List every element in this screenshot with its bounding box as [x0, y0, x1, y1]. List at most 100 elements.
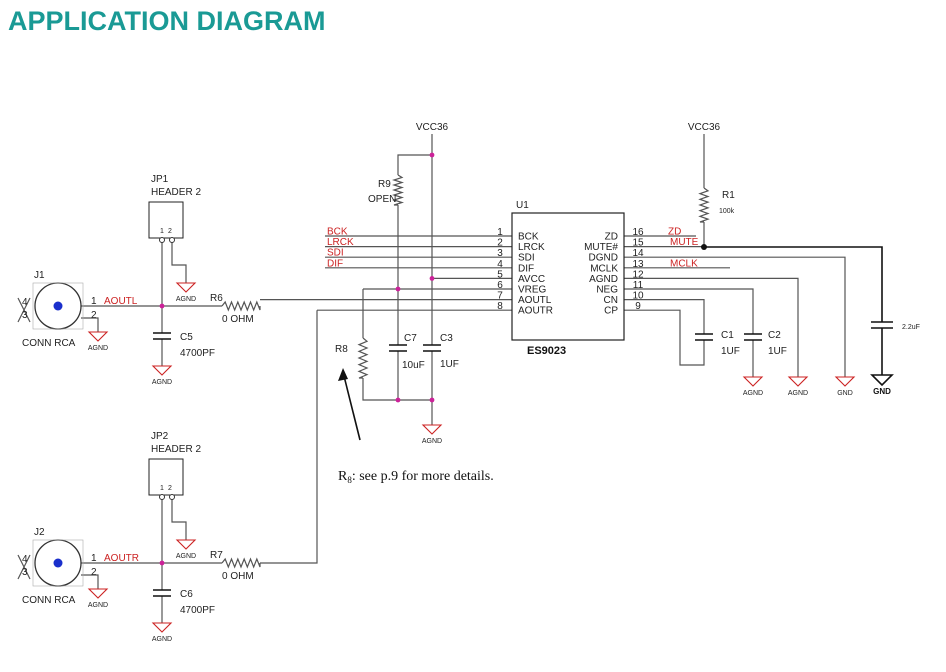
- ch-left-agnd-rca-label: AGND: [88, 345, 108, 352]
- ch-right-header-pin1-dot: [159, 494, 165, 500]
- chip-pin-num-3: 3: [497, 248, 503, 259]
- ch-left-agnd-c-symbol: [151, 365, 173, 376]
- ch-left-rca-pin4: 4: [22, 297, 28, 308]
- c3-capacitor: [423, 344, 441, 352]
- ch-left-agnd-rca: [87, 331, 109, 342]
- c1-capacitor: [695, 333, 713, 341]
- gnd-dgnd-label: GND: [837, 390, 853, 397]
- r9-resistor: [391, 174, 405, 206]
- net-label-bck: BCK: [327, 227, 348, 238]
- r1-ref: R1: [722, 190, 735, 201]
- agnd-pin12-symbol: [787, 376, 809, 387]
- cp-wire: [624, 309, 705, 366]
- ch-left-header-pin1: 1: [160, 228, 164, 235]
- chip-pin-aoutl: AOUTL: [518, 295, 552, 306]
- ch-left-header-box: [148, 201, 184, 239]
- c7-gnd-junction: [395, 397, 401, 403]
- net-label-zd: ZD: [668, 227, 681, 238]
- ch-right-agnd-header-label: AGND: [176, 553, 196, 560]
- ch-left-r-resistor: [221, 300, 261, 312]
- gnd-dgnd-symbol: [834, 376, 856, 387]
- ch-right-c-value: 4700PF: [180, 605, 215, 616]
- ch-left-agnd-header: [175, 282, 197, 293]
- ch-left-c-ref: C5: [180, 332, 193, 343]
- chip-pin-vreg: VREG: [518, 285, 547, 296]
- ch-left-rca-gnd-wire: [81, 317, 99, 332]
- chip-pin-aoutr: AOUTR: [518, 306, 553, 317]
- ch-right-header-pin1: 1: [160, 485, 164, 492]
- ch-left-header-gnd-wire: [171, 242, 187, 283]
- chip-pin-num-1: 1: [497, 227, 503, 238]
- c2-value: 1UF: [768, 346, 787, 357]
- ch-left-header-pin2: 2: [168, 228, 172, 235]
- ch-right-rca-value: CONN RCA: [22, 595, 76, 606]
- ch-left-agnd-c: [151, 365, 173, 376]
- chip-pin-cp: CP: [604, 306, 618, 317]
- aoutr-wire: [260, 309, 512, 564]
- agnd-pin12: [787, 376, 809, 387]
- chip-pin-dgnd: DGND: [589, 253, 618, 264]
- agnd-center-label: AGND: [422, 438, 442, 445]
- r9-ref: R9: [378, 179, 391, 190]
- chip-pin-num-7: 7: [497, 291, 503, 302]
- chip-pin-sdi: SDI: [518, 253, 535, 264]
- chip-pin-num-5: 5: [497, 269, 503, 280]
- c2-ref: C2: [768, 330, 781, 341]
- chip-name: ES9023: [527, 345, 566, 357]
- ch-right-header-box: [148, 458, 184, 496]
- agnd-pin-wire: [624, 277, 799, 377]
- ch-right-r-ref: R7: [210, 550, 223, 561]
- r1-resistor: [698, 187, 710, 223]
- vreg-junction: [395, 286, 401, 292]
- chip-pin-lrck: LRCK: [518, 242, 545, 253]
- ch-right-header-ref: JP2: [151, 431, 169, 442]
- ch-right-r-value: 0 OHM: [222, 571, 254, 582]
- ch-left-c-value: 4700PF: [180, 348, 215, 359]
- chip-pin-num-6: 6: [497, 280, 503, 291]
- ch-left-rca-pin1: 1: [91, 296, 97, 307]
- ch-left-rca-frame: [32, 282, 84, 330]
- vcc36-right-label: VCC36: [688, 122, 721, 133]
- ch-left-rca-pin2: 2: [91, 310, 97, 321]
- ch-left-agnd-header-symbol: [175, 282, 197, 293]
- ch-right-rca-pin4: 4: [22, 554, 28, 565]
- ch-right-header-value: HEADER 2: [151, 444, 201, 455]
- ch-right-rca-pin3: 3: [22, 567, 28, 578]
- ch-left-node-junction: [159, 303, 165, 309]
- agnd-c2-symbol: [742, 376, 764, 387]
- chip-pin-bck: BCK: [518, 232, 539, 243]
- chip-pin-num-14: 14: [632, 248, 644, 259]
- ch-left-rca-center: [53, 301, 63, 311]
- page-title: APPLICATION DIAGRAM: [8, 6, 326, 36]
- chip-pin-num-16: 16: [632, 227, 644, 238]
- c7-capacitor: [389, 344, 407, 352]
- ch-right-agnd-rca: [87, 588, 109, 599]
- ch-right-agnd-c-symbol: [151, 622, 173, 633]
- agnd-center-symbol: [421, 424, 443, 435]
- chip-pin-neg: NEG: [596, 285, 618, 296]
- ch-left-rca-value: CONN RCA: [22, 338, 76, 349]
- c3-gnd-junction: [429, 397, 435, 403]
- ch-right-rca-ref: J2: [34, 527, 45, 538]
- ch-left-c-capacitor: [153, 332, 171, 340]
- ch-right-agnd-c-label: AGND: [152, 636, 172, 643]
- net-label-sdi: SDI: [327, 248, 344, 259]
- dgnd-wire: [624, 256, 846, 377]
- ch-right-rca-pin1: 1: [91, 553, 97, 564]
- net-label-mute: MUTE: [670, 237, 699, 248]
- agnd-c2: [742, 376, 764, 387]
- chip-pin-num-9: 9: [635, 301, 641, 312]
- net-label-mclk: MCLK: [670, 258, 698, 269]
- agnd-pin12-label: AGND: [788, 390, 808, 397]
- chip-pin-mute: MUTE#: [584, 242, 618, 253]
- ch-right-header-gnd-wire: [171, 499, 187, 540]
- ch-left-header-value: HEADER 2: [151, 187, 201, 198]
- agnd-c2-label: AGND: [743, 390, 763, 397]
- ch-left-header-pin2-dot: [169, 237, 175, 243]
- mute-junction: [701, 244, 707, 250]
- cn-wire: [624, 299, 705, 334]
- chip-pin-num-2: 2: [497, 238, 503, 249]
- gnd-bold-symbol: [870, 374, 894, 387]
- chip-pin-num-8: 8: [497, 301, 503, 312]
